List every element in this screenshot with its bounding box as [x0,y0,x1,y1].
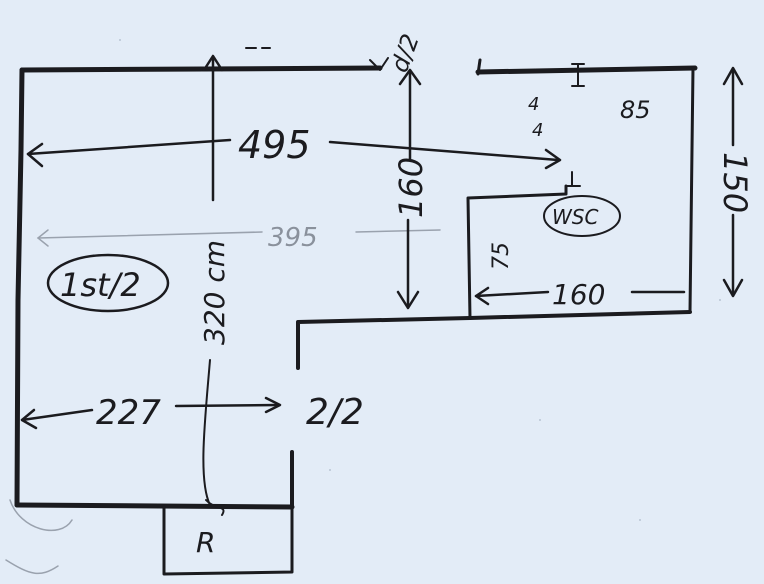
corner-scribble-2 [5,559,59,575]
dim-150-arrow-bottom [722,278,744,298]
dim-495-line-right [328,140,560,162]
dim-227-arrow-left [20,408,38,430]
room-wsc-ellipse [543,195,621,237]
label-width-top: 495 [238,123,311,167]
wall-bottom-right [468,310,692,320]
wall-r-room [162,505,294,576]
dim-495-arrow-right [544,148,562,170]
dim-227-arrow-right [264,396,282,414]
label-height-main: 320 cm [198,240,231,345]
dim-160h-arrow-left [474,286,490,306]
dim-495-top-mark [369,57,389,71]
label-room-r: R [196,526,215,559]
label-room-first: 1st/2 [60,266,141,304]
dim-227-line-right [174,403,280,408]
wall-bottom [14,502,295,510]
wall-step [296,316,472,370]
dim-320-arrow-top [202,54,224,72]
wall-wsc [466,184,568,320]
paper-speckles [119,39,721,521]
dim-495-arrow-left [26,142,44,168]
label-room-wsc: WSC [552,205,598,229]
wall-top-left [19,65,383,73]
dim-395-arrow-left [36,229,49,247]
dim-320-hook [205,499,225,516]
label-room-second: 2/2 [306,392,364,433]
labels: 495 395 227 320 cm 160 150 160 75 4 4 85… [60,30,754,559]
label-height-right: 150 [716,152,754,213]
label-width-bottom-left: 227 [96,393,161,433]
dim-395-line-right [355,229,441,233]
wall-left [14,67,25,508]
label-width-faint: 395 [268,223,318,253]
dim-227-line-left [20,408,94,422]
label-small-b: 4 [532,120,543,141]
wall-top-right [475,65,698,75]
dim-150-arrow-top [722,66,744,86]
dim-160h-line-left [474,290,550,298]
dimension-lines [20,47,744,516]
label-small-a: 4 [528,94,539,115]
walls [5,58,698,576]
marker-t-wsc [565,171,581,187]
corner-scribble [9,499,73,531]
wall-right [688,66,695,314]
dim-320-line-bottom [202,359,211,506]
dim-495-line-left [26,138,232,156]
wall-top-right-cap [476,58,482,76]
label-wsc-height: 75 [489,242,514,270]
label-wsc-width: 160 [552,278,605,311]
dim-160-arrow-bottom [396,290,420,310]
dim-160-arrow-top [398,68,422,86]
marker-i-top [571,63,585,87]
room-first-ellipse [46,253,170,313]
label-height-middle: 160 [392,157,430,218]
label-top-right-note: d/2 [385,30,425,76]
label-85: 85 [620,96,651,124]
dim-395-line-left [37,231,263,239]
